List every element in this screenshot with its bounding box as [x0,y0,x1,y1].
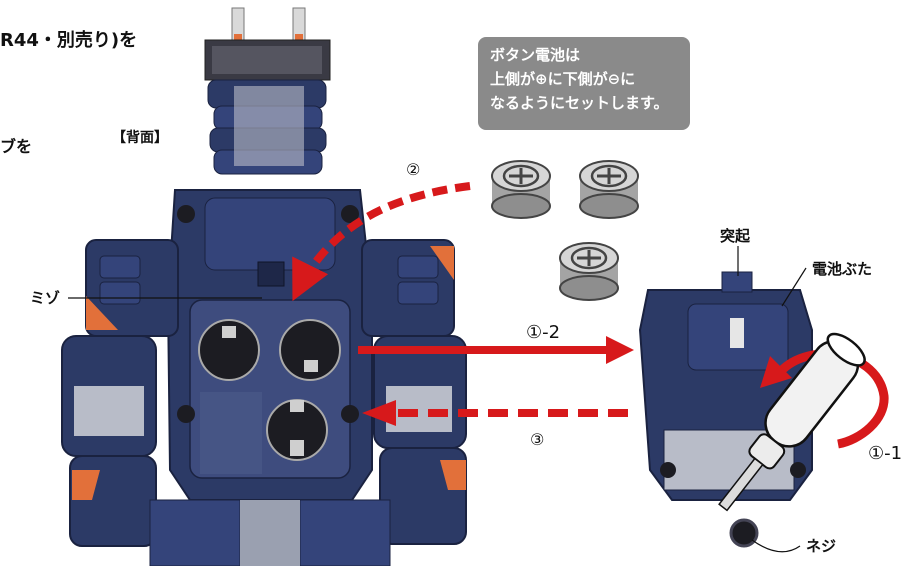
protrusion-label: 突起 [720,227,751,245]
screw-leader-line [751,539,801,553]
rotation-arrow-icon [760,349,889,449]
plus-battery-icon [579,160,639,219]
left-instruction-fragment: ブを [0,137,33,156]
step-2-arrow [292,182,471,302]
step-2-label: ② [406,160,421,179]
step-3-label: ③ [530,430,545,449]
robot-back-view [61,7,467,566]
callout-line-1: ボタン電池は [490,46,581,64]
screwdriver-icon [718,332,866,512]
callout-line-2: 上側が⊕に下側が⊖に [490,70,636,88]
plus-battery-icon [559,242,619,301]
groove-label: ミゾ [30,289,61,307]
step-1-1-label: ①-1 [868,443,903,464]
battery-cover-label: 電池ぶた [812,260,873,278]
step-1-2-label: ①-2 [526,322,561,343]
step-1-2-arrow [358,336,634,364]
callout-line-3: なるようにセットします。 [490,94,669,112]
top-left-instruction-text: R44・別売り)を [0,30,138,51]
plus-battery-icon [491,160,551,219]
cover-leader-line [781,267,807,307]
back-view-label: 【背面】 [112,130,168,146]
step-3-arrow [362,400,628,426]
screw-label: ネジ [806,537,837,555]
battery-orientation-callout: ボタン電池は 上側が⊕に下側が⊖に なるようにセットします。 [478,37,690,130]
